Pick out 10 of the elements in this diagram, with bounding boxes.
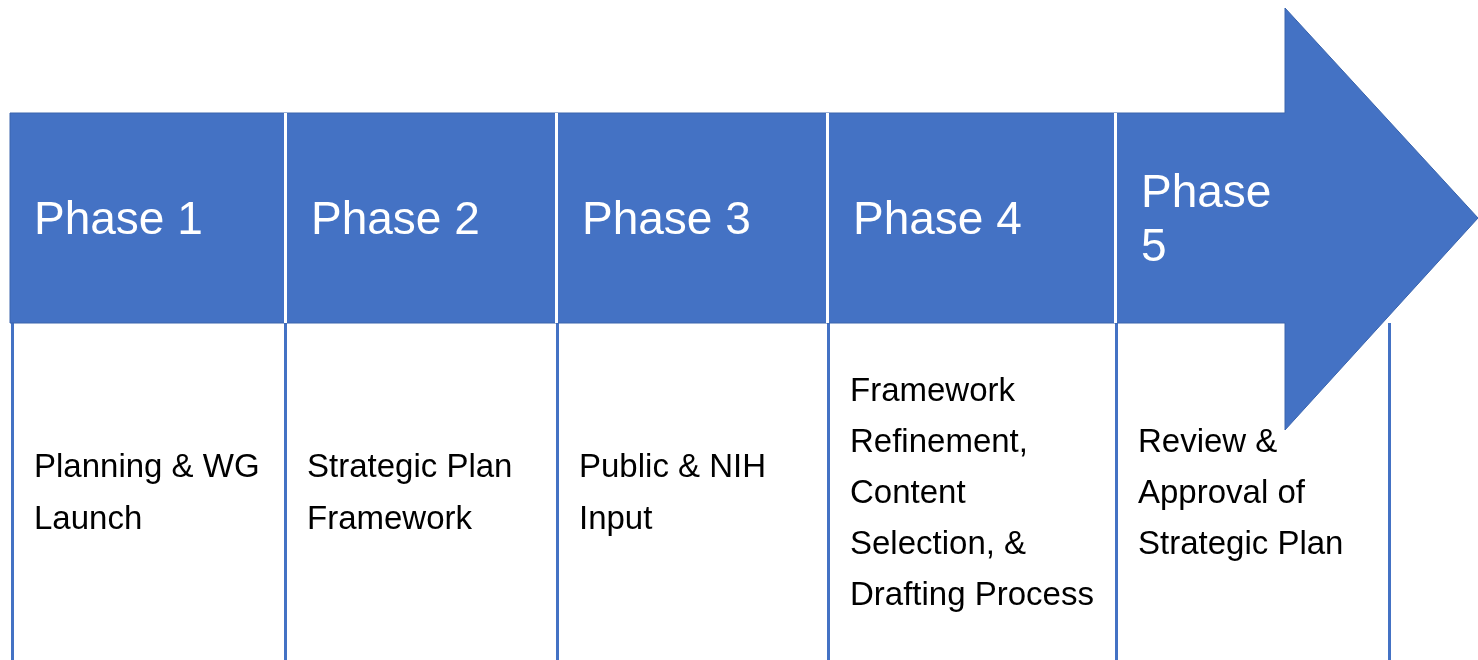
phase-description: Public & NIH Input: [556, 323, 830, 660]
phase-description: Planning & WG Launch: [11, 323, 287, 660]
phase-label: Phase 4: [829, 113, 1117, 323]
phase-label: Phase 1: [10, 113, 287, 323]
phase-label: Phase 3: [558, 113, 829, 323]
phase-description: Strategic Plan Framework: [284, 323, 559, 660]
phase-label: Phase 2: [287, 113, 558, 323]
phase-description: Framework Refinement, Content Selection, & Drafting Process: [827, 323, 1118, 660]
phase-description: Review & Approval of Strategic Plan: [1115, 323, 1391, 660]
phase-label: Phase 5: [1117, 113, 1287, 323]
